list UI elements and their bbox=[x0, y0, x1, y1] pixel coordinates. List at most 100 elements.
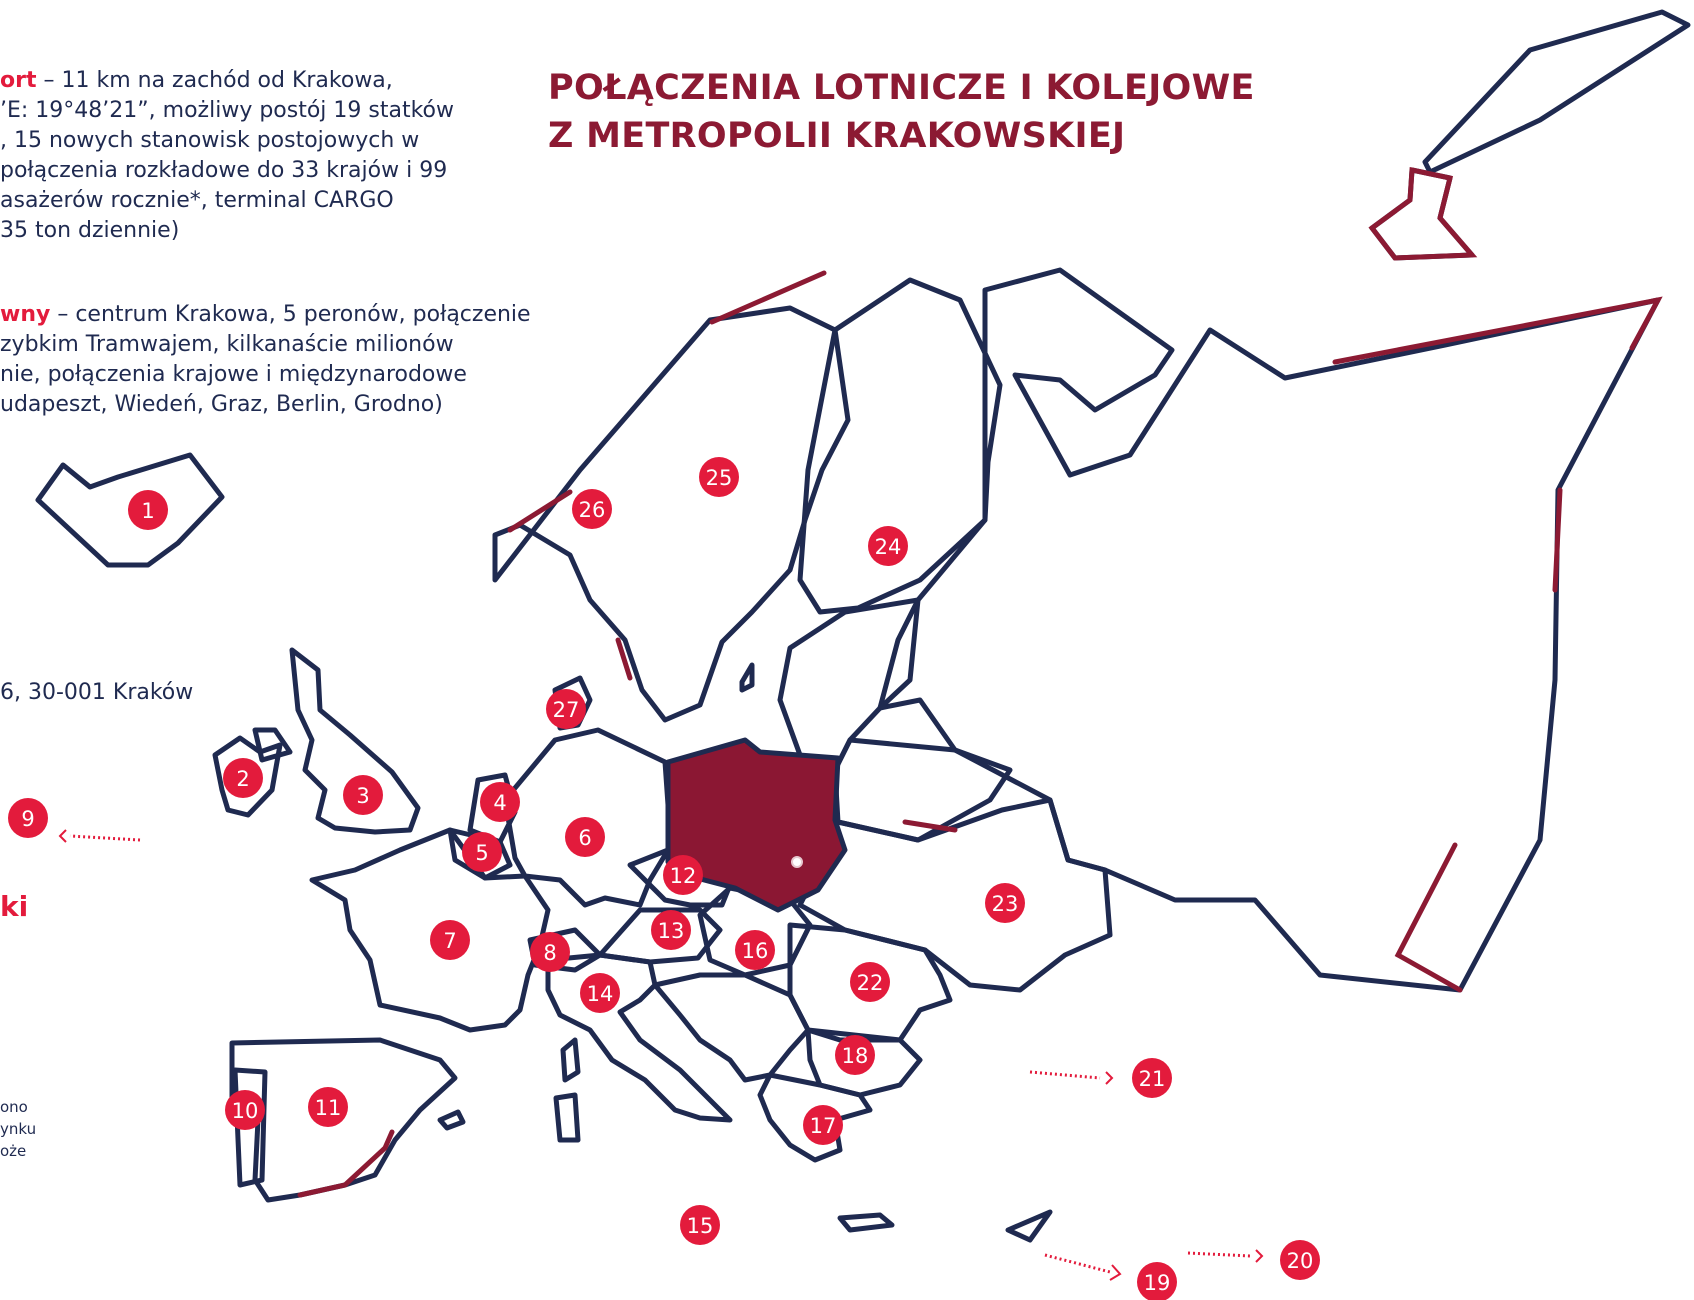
region-marker-circle bbox=[480, 782, 520, 822]
region-marker-15: 15 bbox=[680, 1205, 720, 1245]
station-name: wny bbox=[0, 302, 51, 327]
region-marker-circle bbox=[308, 1087, 348, 1127]
region-marker-label: 12 bbox=[670, 864, 697, 888]
region-marker-circle bbox=[835, 1035, 875, 1075]
cyprus-shape bbox=[1005, 1209, 1053, 1243]
region-marker-label: 20 bbox=[1287, 1249, 1314, 1273]
region-marker-label: 19 bbox=[1144, 1271, 1171, 1295]
airport-description: ort – 11 km na zachód od Krakowa, ’E: 19… bbox=[0, 66, 454, 246]
arrow-head-9 bbox=[58, 829, 67, 843]
region-marker-label: 1 bbox=[141, 499, 154, 523]
region-marker-circle bbox=[985, 883, 1025, 923]
region-marker-8: 8 bbox=[530, 932, 570, 972]
region-marker-circle bbox=[699, 457, 739, 497]
accent-line-russia-east bbox=[1552, 487, 1563, 593]
region-marker-label: 8 bbox=[543, 941, 556, 965]
accent-line-russia-north bbox=[1332, 296, 1663, 365]
region-marker-24: 24 bbox=[868, 526, 908, 566]
ireland-shape bbox=[212, 735, 283, 818]
arrow-head-20 bbox=[1255, 1249, 1264, 1263]
region-marker-25: 25 bbox=[699, 457, 739, 497]
airport-line-2: ’E: 19°48’21”, możliwy postój 19 statków bbox=[0, 98, 454, 123]
region-marker-label: 26 bbox=[579, 498, 606, 522]
region-marker-circle bbox=[868, 526, 908, 566]
region-marker-3: 3 bbox=[343, 775, 383, 815]
novaya-zemlya-shape bbox=[1422, 9, 1691, 175]
region-marker-label: 7 bbox=[443, 929, 456, 953]
greece-shape bbox=[757, 1072, 873, 1163]
mallorca-shape bbox=[437, 1109, 466, 1131]
region-marker-circle bbox=[8, 798, 48, 838]
region-marker-circle bbox=[430, 920, 470, 960]
region-marker-circle bbox=[735, 930, 775, 970]
accent-line-russia-south bbox=[1394, 842, 1463, 993]
region-marker-5: 5 bbox=[462, 832, 502, 872]
accent-line-svalbard bbox=[1368, 166, 1478, 261]
region-marker-circle bbox=[1280, 1240, 1320, 1280]
region-marker-label: 25 bbox=[706, 466, 733, 490]
ukraine-shape bbox=[797, 797, 1113, 993]
airport-line-6: 35 ton dziennie) bbox=[0, 218, 180, 243]
region-marker-label: 2 bbox=[236, 767, 249, 791]
region-marker-circle bbox=[1137, 1262, 1177, 1300]
region-marker-16: 16 bbox=[735, 930, 775, 970]
arrow-to-9 bbox=[69, 834, 141, 842]
region-marker-14: 14 bbox=[580, 973, 620, 1013]
accent-line-norway-coast bbox=[507, 489, 573, 533]
address-text: 6, 30-001 Kraków bbox=[0, 680, 194, 705]
arrow-to-21 bbox=[1029, 1070, 1101, 1080]
station-line-2: zybkim Tramwajem, kilkanaście milionów bbox=[0, 332, 454, 357]
footnote-line-3: oże bbox=[0, 1142, 27, 1160]
region-marker-label: 5 bbox=[475, 841, 488, 865]
region-marker-label: 6 bbox=[578, 826, 591, 850]
bulgaria-shape bbox=[805, 1027, 923, 1098]
region-marker-label: 23 bbox=[992, 892, 1019, 916]
region-marker-label: 17 bbox=[810, 1114, 837, 1138]
region-marker-label: 18 bbox=[842, 1044, 869, 1068]
region-marker-26: 26 bbox=[572, 489, 612, 529]
station-description: wny – centrum Krakowa, 5 peronów, połącz… bbox=[0, 300, 531, 420]
region-marker-label: 14 bbox=[587, 982, 614, 1006]
map-title: POŁĄCZENIA LOTNICZE I KOLEJOWE Z METROPO… bbox=[548, 64, 1255, 160]
airport-line-1: – 11 km na zachód od Krakowa, bbox=[36, 68, 393, 93]
region-marker-label: 21 bbox=[1139, 1067, 1166, 1091]
region-marker-circle bbox=[651, 910, 691, 950]
netherlands-shape bbox=[467, 772, 518, 845]
region-marker-2: 2 bbox=[223, 758, 263, 798]
region-marker-13: 13 bbox=[651, 910, 691, 950]
region-marker-label: 10 bbox=[232, 1099, 259, 1123]
footnote: ono ynku oże bbox=[0, 1096, 36, 1162]
region-marker-10: 10 bbox=[225, 1090, 265, 1130]
region-marker-label: 27 bbox=[553, 698, 580, 722]
crete-shape bbox=[837, 1212, 895, 1233]
region-marker-circle bbox=[225, 1090, 265, 1130]
russia-shape bbox=[877, 267, 1661, 993]
italy-shape bbox=[545, 952, 733, 1123]
accent-line-norway bbox=[709, 270, 827, 325]
region-marker-label: 22 bbox=[857, 971, 884, 995]
region-marker-circle bbox=[565, 817, 605, 857]
finland-shape bbox=[797, 277, 1003, 615]
region-marker-1: 1 bbox=[128, 490, 168, 530]
region-marker-circle bbox=[580, 973, 620, 1013]
corsica-shape bbox=[560, 1037, 581, 1083]
krakow-city-marker bbox=[791, 856, 803, 868]
region-marker-circle bbox=[663, 855, 703, 895]
region-marker-circle bbox=[128, 490, 168, 530]
station-line-4: udapeszt, Wiedeń, Graz, Berlin, Grodno) bbox=[0, 392, 443, 417]
arrow-head-21 bbox=[1105, 1071, 1114, 1085]
iceland-shape bbox=[35, 452, 225, 568]
gotland-shape bbox=[739, 662, 755, 693]
airport-line-4: połączenia rozkładowe do 33 krajów i 99 bbox=[0, 158, 448, 183]
region-marker-23: 23 bbox=[985, 883, 1025, 923]
map-title-line2: Z METROPOLII KRAKOWSKIEJ bbox=[548, 116, 1126, 156]
arrow-head-19 bbox=[1109, 1264, 1122, 1281]
section-heading: ki bbox=[0, 890, 29, 923]
airport-line-5: asażerów rocznie*, terminal CARGO bbox=[0, 188, 394, 213]
region-marker-circle bbox=[343, 775, 383, 815]
airport-name: ort bbox=[0, 68, 37, 93]
region-marker-18: 18 bbox=[835, 1035, 875, 1075]
region-marker-circle bbox=[680, 1205, 720, 1245]
region-marker-4: 4 bbox=[480, 782, 520, 822]
